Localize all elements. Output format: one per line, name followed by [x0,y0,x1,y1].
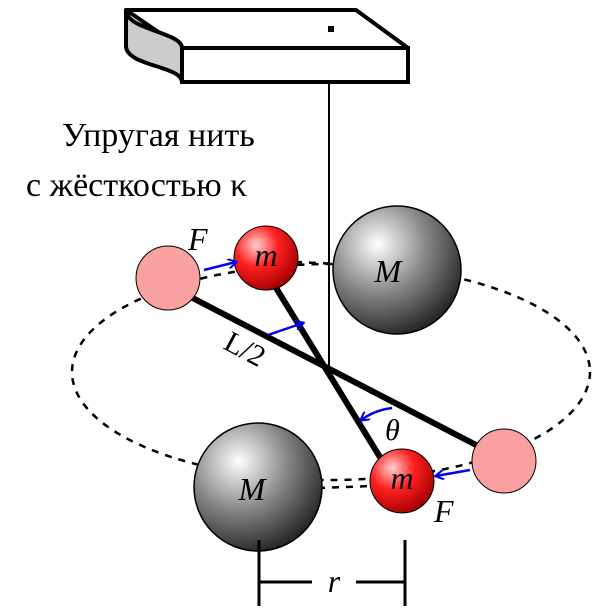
caption-line-1: Упругая нить [62,117,255,154]
half-length-arrow [267,323,303,337]
large-mass-label-bottom: M [238,471,268,507]
displaced-mass-top [135,245,201,311]
angle-arc [361,406,393,420]
small-mass-label-top: m [254,237,277,273]
large-mass-label-top: M [374,253,404,289]
large-mass-top [332,205,462,335]
force-arrow-bottom [436,468,471,476]
ceiling-support [124,8,410,84]
caption-line-2: с жёсткостью κ [26,167,247,204]
torsion-rod [267,276,386,464]
force-arrow-top [203,262,236,272]
force-label-top: F [187,221,208,257]
angle-label: θ [385,414,400,447]
small-mass-label-bottom: m [390,460,413,496]
displaced-mass-bottom [471,428,537,494]
displaced-rod [181,290,480,449]
small-mass-bottom [369,448,435,514]
small-mass-top [233,225,299,291]
force-label-bottom: F [433,493,454,529]
rotation-path [70,262,592,482]
distance-label: r [328,563,341,599]
distance-scale [257,540,407,606]
